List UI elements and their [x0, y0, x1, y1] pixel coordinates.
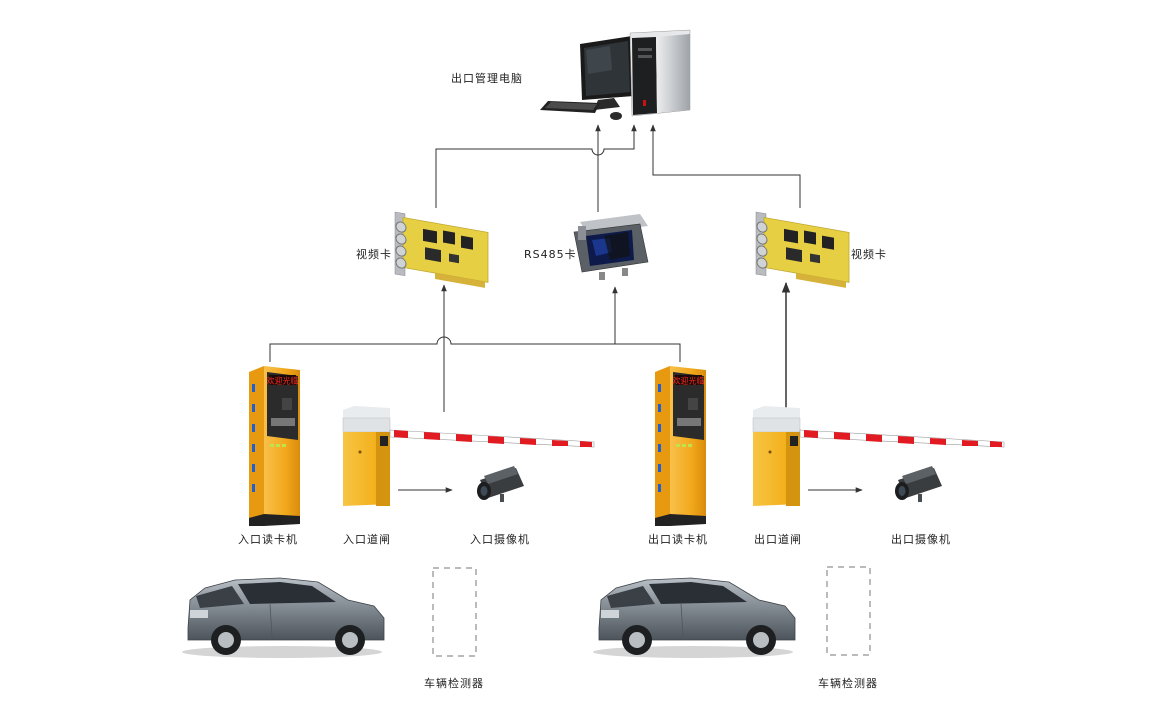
exit-camera: [895, 466, 942, 502]
entry-reader-display: 欢迎光临: [267, 376, 299, 386]
car-left: [182, 577, 385, 658]
exit-boom-stripes: [804, 430, 1002, 447]
rs485-card: [573, 214, 649, 280]
exit-barrier: [752, 406, 1005, 506]
video-card-right-label: 视频卡: [851, 248, 887, 261]
car-right: [593, 577, 796, 658]
entry-camera: [477, 466, 524, 502]
entry-camera-label: 入口摄像机: [470, 533, 530, 546]
entry-barrier-label: 入口道闸: [343, 533, 391, 546]
vehicle-detector-left-zone: [432, 567, 477, 657]
video-card-left: [394, 211, 489, 288]
exit-camera-label: 出口摄像机: [891, 533, 951, 546]
exit-pc-label: 出口管理电脑: [451, 72, 523, 85]
vehicle-detector-right-zone: [826, 566, 871, 656]
monitor: [580, 36, 634, 110]
exit-reader-display: 欢迎光临: [673, 376, 705, 386]
video-card-right: [755, 211, 850, 288]
exit-card-reader-label: 出口读卡机: [648, 533, 708, 546]
entry-card-reader-label: 入口读卡机: [238, 533, 298, 546]
entry-boom-stripes: [394, 430, 592, 447]
line-right-videocard-to-pc: [650, 124, 801, 208]
mouse: [610, 112, 622, 120]
vehicle-detector-right-label: 车辆检测器: [818, 677, 878, 690]
line-left-videocard-to-pc: [435, 124, 637, 208]
keyboard: [540, 101, 600, 113]
line-readers-bus: [269, 336, 681, 362]
vehicle-detector-left-label: 车辆检测器: [424, 677, 484, 690]
pc-tower: [629, 29, 691, 117]
exit-pc: [540, 29, 691, 120]
rs485-card-label: RS485卡: [524, 248, 577, 261]
exit-barrier-label: 出口道闸: [754, 533, 802, 546]
entry-barrier: [342, 406, 595, 506]
video-card-left-label: 视频卡: [356, 248, 392, 261]
exit-card-reader: 欢迎光临: [655, 366, 706, 526]
entry-card-reader: 欢迎光临: [249, 366, 300, 526]
connection-lines: [269, 124, 863, 493]
